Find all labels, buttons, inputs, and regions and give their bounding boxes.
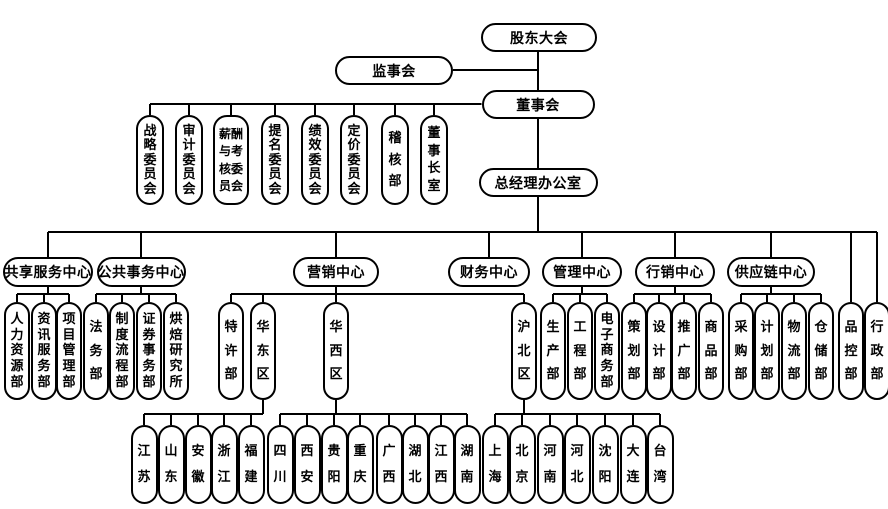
node-branch-1-0: 四川 — [266, 425, 294, 504]
node-dept-6-3: 仓储部 — [808, 302, 834, 400]
node-dept-6-0: 采购部 — [728, 302, 754, 400]
node-dept-5-3: 商品部 — [698, 302, 724, 400]
node-shareholders-meeting: 股东大会 — [481, 23, 597, 52]
node-center-5: 行销中心 — [635, 257, 715, 287]
node-committee-5: 定价委员会 — [340, 115, 368, 205]
node-dept-5-0: 策划部 — [621, 302, 647, 400]
node-dept-4-1: 工程部 — [567, 302, 593, 400]
node-dept-2-0: 特许部 — [218, 302, 244, 400]
node-center-4: 管理中心 — [542, 257, 622, 287]
node-dept-4-2: 电子商务部 — [594, 302, 620, 400]
node-dept-1-1: 制度流程部 — [109, 302, 135, 400]
node-branch-0-4: 福建 — [237, 425, 265, 504]
node-dept-6-1: 计划部 — [754, 302, 780, 400]
node-branch-2-0: 上海 — [481, 425, 509, 504]
node-dept-0-0: 人力资源部 — [4, 302, 30, 400]
node-supervisory-board: 监事会 — [335, 56, 453, 85]
node-dept-1-2: 证券事务部 — [136, 302, 162, 400]
node-gm-office: 总经理办公室 — [478, 168, 598, 197]
node-branch-2-2: 河南 — [536, 425, 564, 504]
node-branch-2-1: 北京 — [508, 425, 536, 504]
node-committee-2: 薪酬与考核委员会 — [213, 115, 249, 205]
node-branch-0-0: 江苏 — [130, 425, 158, 504]
node-branch-2-4: 沈阳 — [591, 425, 619, 504]
node-center-1: 公共事务中心 — [96, 257, 186, 287]
node-branch-0-1: 山东 — [157, 425, 185, 504]
node-branch-1-2: 贵阳 — [320, 425, 348, 504]
node-dept-2-3: 沪北区 — [511, 302, 537, 400]
node-board-of-directors: 董事会 — [481, 90, 595, 119]
node-branch-1-5: 湖北 — [401, 425, 429, 504]
node-committee-1: 审计委员会 — [175, 115, 203, 205]
node-branch-2-3: 河北 — [563, 425, 591, 504]
node-committee-4: 绩效委员会 — [301, 115, 329, 205]
node-dept-5-1: 设计部 — [646, 302, 672, 400]
node-dept-1-0: 法务部 — [83, 302, 109, 400]
node-branch-1-4: 广西 — [375, 425, 403, 504]
node-dept-6-2: 物流部 — [781, 302, 807, 400]
node-direct-dept-0: 品控部 — [838, 302, 864, 400]
node-committee-3: 提名委员会 — [261, 115, 289, 205]
node-dept-0-1: 资讯服务部 — [31, 302, 57, 400]
node-center-2: 营销中心 — [293, 257, 379, 287]
node-dept-4-0: 生产部 — [540, 302, 566, 400]
node-committee-0: 战略委员会 — [136, 115, 164, 205]
node-dept-5-2: 推广部 — [671, 302, 697, 400]
node-branch-1-3: 重庆 — [346, 425, 374, 504]
node-branch-2-6: 台湾 — [646, 425, 674, 504]
node-branch-2-5: 大连 — [619, 425, 647, 504]
node-direct-dept-1: 行政部 — [864, 302, 888, 400]
node-committee-6: 稽核部 — [381, 115, 409, 205]
node-branch-0-3: 浙江 — [210, 425, 238, 504]
node-branch-1-6: 江西 — [427, 425, 455, 504]
node-center-0: 共享服务中心 — [3, 257, 93, 287]
node-branch-0-2: 安徽 — [184, 425, 212, 504]
node-dept-1-3: 烘焙研究所 — [163, 302, 189, 400]
node-committee-7: 董事长室 — [420, 115, 448, 205]
node-dept-2-2: 华西区 — [323, 302, 349, 400]
node-center-6: 供应链中心 — [727, 257, 815, 287]
node-dept-2-1: 华东区 — [250, 302, 276, 400]
node-center-3: 财务中心 — [448, 257, 530, 287]
node-branch-1-7: 湖南 — [453, 425, 481, 504]
node-dept-0-2: 项目管理部 — [56, 302, 82, 400]
node-branch-1-1: 西安 — [293, 425, 321, 504]
